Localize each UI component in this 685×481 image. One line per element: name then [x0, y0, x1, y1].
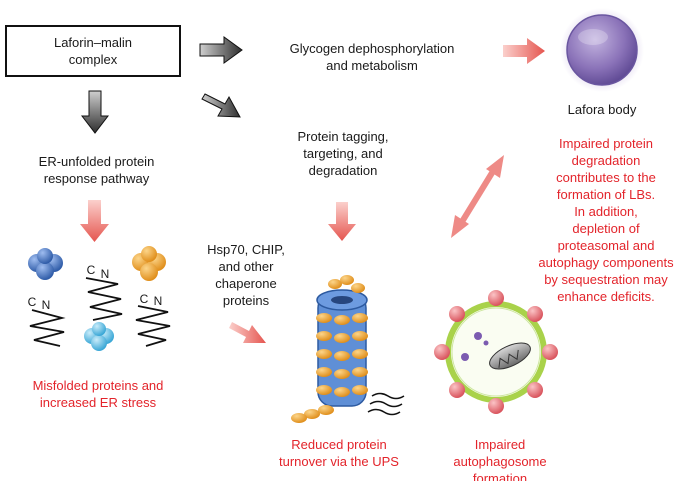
arrow-glycogen-to-lafora: [503, 38, 545, 64]
er-unfolded-pathway-label: ER-unfolded protein response pathway: [38, 154, 155, 186]
arrow-complex-to-protein-tagging: [201, 93, 241, 118]
misfolded-proteins-icon: [28, 246, 171, 351]
arrow-er-to-misfolded: [80, 200, 109, 242]
arrow-tagging-to-proteasome: [328, 202, 356, 241]
misfolded-proteins-outcome: Misfolded proteins and increased ER stre…: [32, 378, 164, 410]
c-terminal-label-2: C: [27, 295, 37, 309]
c-terminal-label-3: C: [139, 292, 149, 306]
protein-tagging-label: Protein tagging, targeting, and degradat…: [297, 129, 389, 178]
impaired-degradation-note: Impaired protein degradation contributes…: [538, 136, 674, 304]
n-terminal-label-3: N: [153, 294, 163, 308]
autophagosome-icon: [434, 290, 558, 414]
impaired-autophagosome-outcome: Impaired autophagosome formation: [453, 437, 547, 481]
lafora-body-label: Lafora body: [567, 102, 637, 117]
proteasome-icon: [291, 275, 405, 423]
n-terminal-label-2: N: [41, 298, 51, 312]
laforin-malin-complex-label: Laforin–malin complex: [53, 35, 133, 67]
n-terminal-label-1: N: [100, 267, 110, 281]
lafora-body-icon: [560, 8, 644, 92]
arrow-chaperones-to-proteasome: [229, 322, 266, 343]
arrow-complex-to-glycogen: [199, 36, 243, 64]
reduced-turnover-outcome: Reduced protein turnover via the UPS: [279, 437, 399, 469]
chaperone-proteins-label: Hsp70, CHIP, and other chaperone protein…: [207, 242, 285, 308]
double-arrow-autophagy-degradation: [451, 155, 504, 238]
arrow-complex-to-er-pathway: [80, 90, 110, 134]
c-terminal-label-1: C: [86, 263, 96, 277]
glycogen-metabolism-label: Glycogen dephosphorylation and metabolis…: [289, 41, 455, 73]
laforin-malin-complex-node: Laforin–malin complex: [5, 25, 181, 77]
